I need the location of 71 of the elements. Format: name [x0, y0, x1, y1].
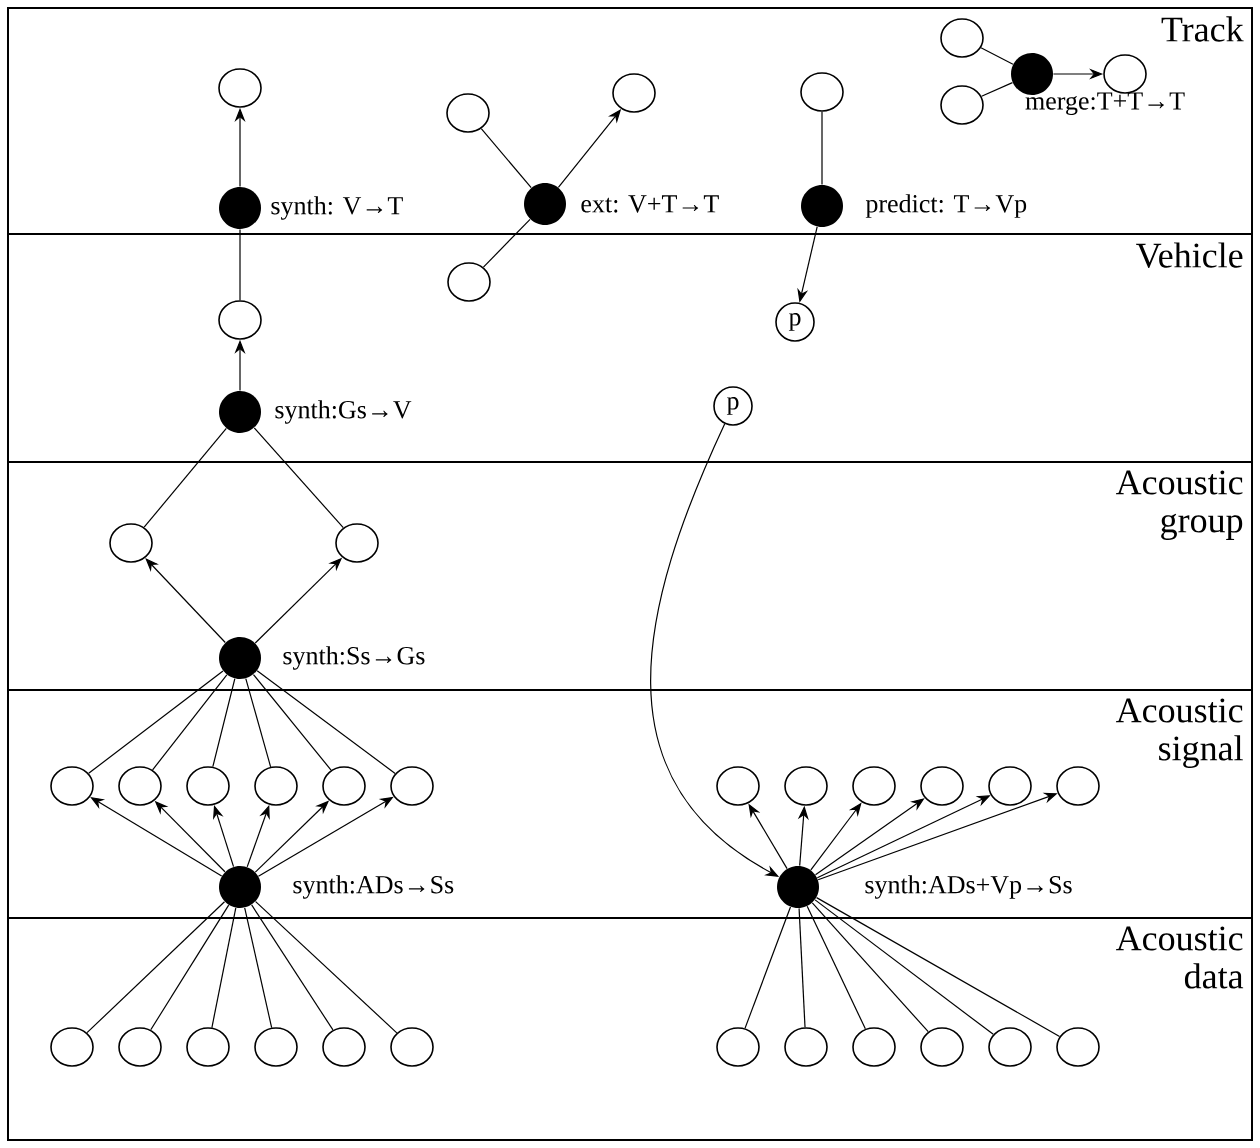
- connector-line: [212, 678, 236, 768]
- connector-line: [806, 905, 866, 1030]
- connector-line: [244, 907, 273, 1029]
- open-circle: [254, 766, 298, 806]
- open-circle: [716, 1027, 760, 1067]
- open-circle: [988, 766, 1032, 806]
- operator-label: ext: V+T→T: [581, 195, 719, 213]
- connector-line: [980, 47, 1014, 65]
- operator-label: synth:Gs→V: [275, 400, 412, 424]
- connector-line: [88, 670, 224, 774]
- arrow: [145, 558, 226, 644]
- open-circle: [716, 766, 760, 806]
- connector-line: [255, 900, 398, 1034]
- open-circle: [852, 1027, 896, 1067]
- open-circle: [322, 766, 366, 806]
- open-circle: [1103, 54, 1147, 94]
- connector-line: [86, 901, 226, 1034]
- operator-label: synth:ADs+Vp→Ss: [865, 875, 1072, 899]
- connector-line: [981, 82, 1014, 97]
- operator-label: synth:Ss→Gs: [283, 646, 425, 670]
- open-circle: [390, 1027, 434, 1067]
- open-circle: [447, 262, 491, 302]
- open-circle: [218, 300, 262, 340]
- connector-line: [744, 906, 792, 1029]
- open-circle: [800, 72, 844, 112]
- open-circle: [612, 73, 656, 113]
- open-circle: [50, 766, 94, 806]
- connector-line: [798, 907, 806, 1028]
- open-circle: [109, 523, 153, 563]
- open-circle: [920, 766, 964, 806]
- open-circle: [118, 766, 162, 806]
- open-circle: [940, 85, 984, 125]
- open-circle: [50, 1027, 94, 1067]
- connector-line: [251, 904, 334, 1031]
- open-circle: [784, 1027, 828, 1067]
- connector-line: [152, 674, 228, 771]
- open-circle: [335, 523, 379, 563]
- operator-label: predict: T→Vp: [865, 194, 1027, 218]
- open-circle: [920, 1027, 964, 1067]
- connector-line: [482, 218, 531, 268]
- operator-label: synth:ADs→Ss: [293, 875, 454, 899]
- connector-line: [480, 128, 532, 189]
- connector-line: [256, 670, 396, 775]
- connector-line: [150, 904, 230, 1031]
- connector-line: [245, 678, 272, 768]
- open-circle: [118, 1027, 162, 1067]
- layer-band: Acoustic data: [7, 917, 1253, 1141]
- open-circle: [852, 766, 896, 806]
- open-circle: [218, 68, 262, 108]
- operator-label: merge:T+T→T: [1025, 92, 1185, 116]
- connector-line: [816, 897, 1061, 1038]
- open-circle: [446, 93, 490, 133]
- open-circle: [784, 766, 828, 806]
- connector-line: [239, 228, 241, 301]
- open-circle: [322, 1027, 366, 1067]
- connector-line: [143, 427, 227, 528]
- open-circle: [186, 766, 230, 806]
- open-circle: [988, 1027, 1032, 1067]
- connector-line: [252, 674, 332, 771]
- operator-label: synth: V→T: [271, 196, 403, 220]
- connector-line: [253, 427, 344, 529]
- open-circle: [186, 1027, 230, 1067]
- connector-line: [814, 899, 994, 1035]
- connector-line: [211, 907, 237, 1029]
- open-circle: [940, 18, 984, 58]
- connector-line: [811, 902, 929, 1033]
- open-circle: [1056, 1027, 1100, 1067]
- open-circle: [1056, 766, 1100, 806]
- open-circle: [390, 766, 434, 806]
- open-circle: [254, 1027, 298, 1067]
- connector-line: [821, 111, 823, 186]
